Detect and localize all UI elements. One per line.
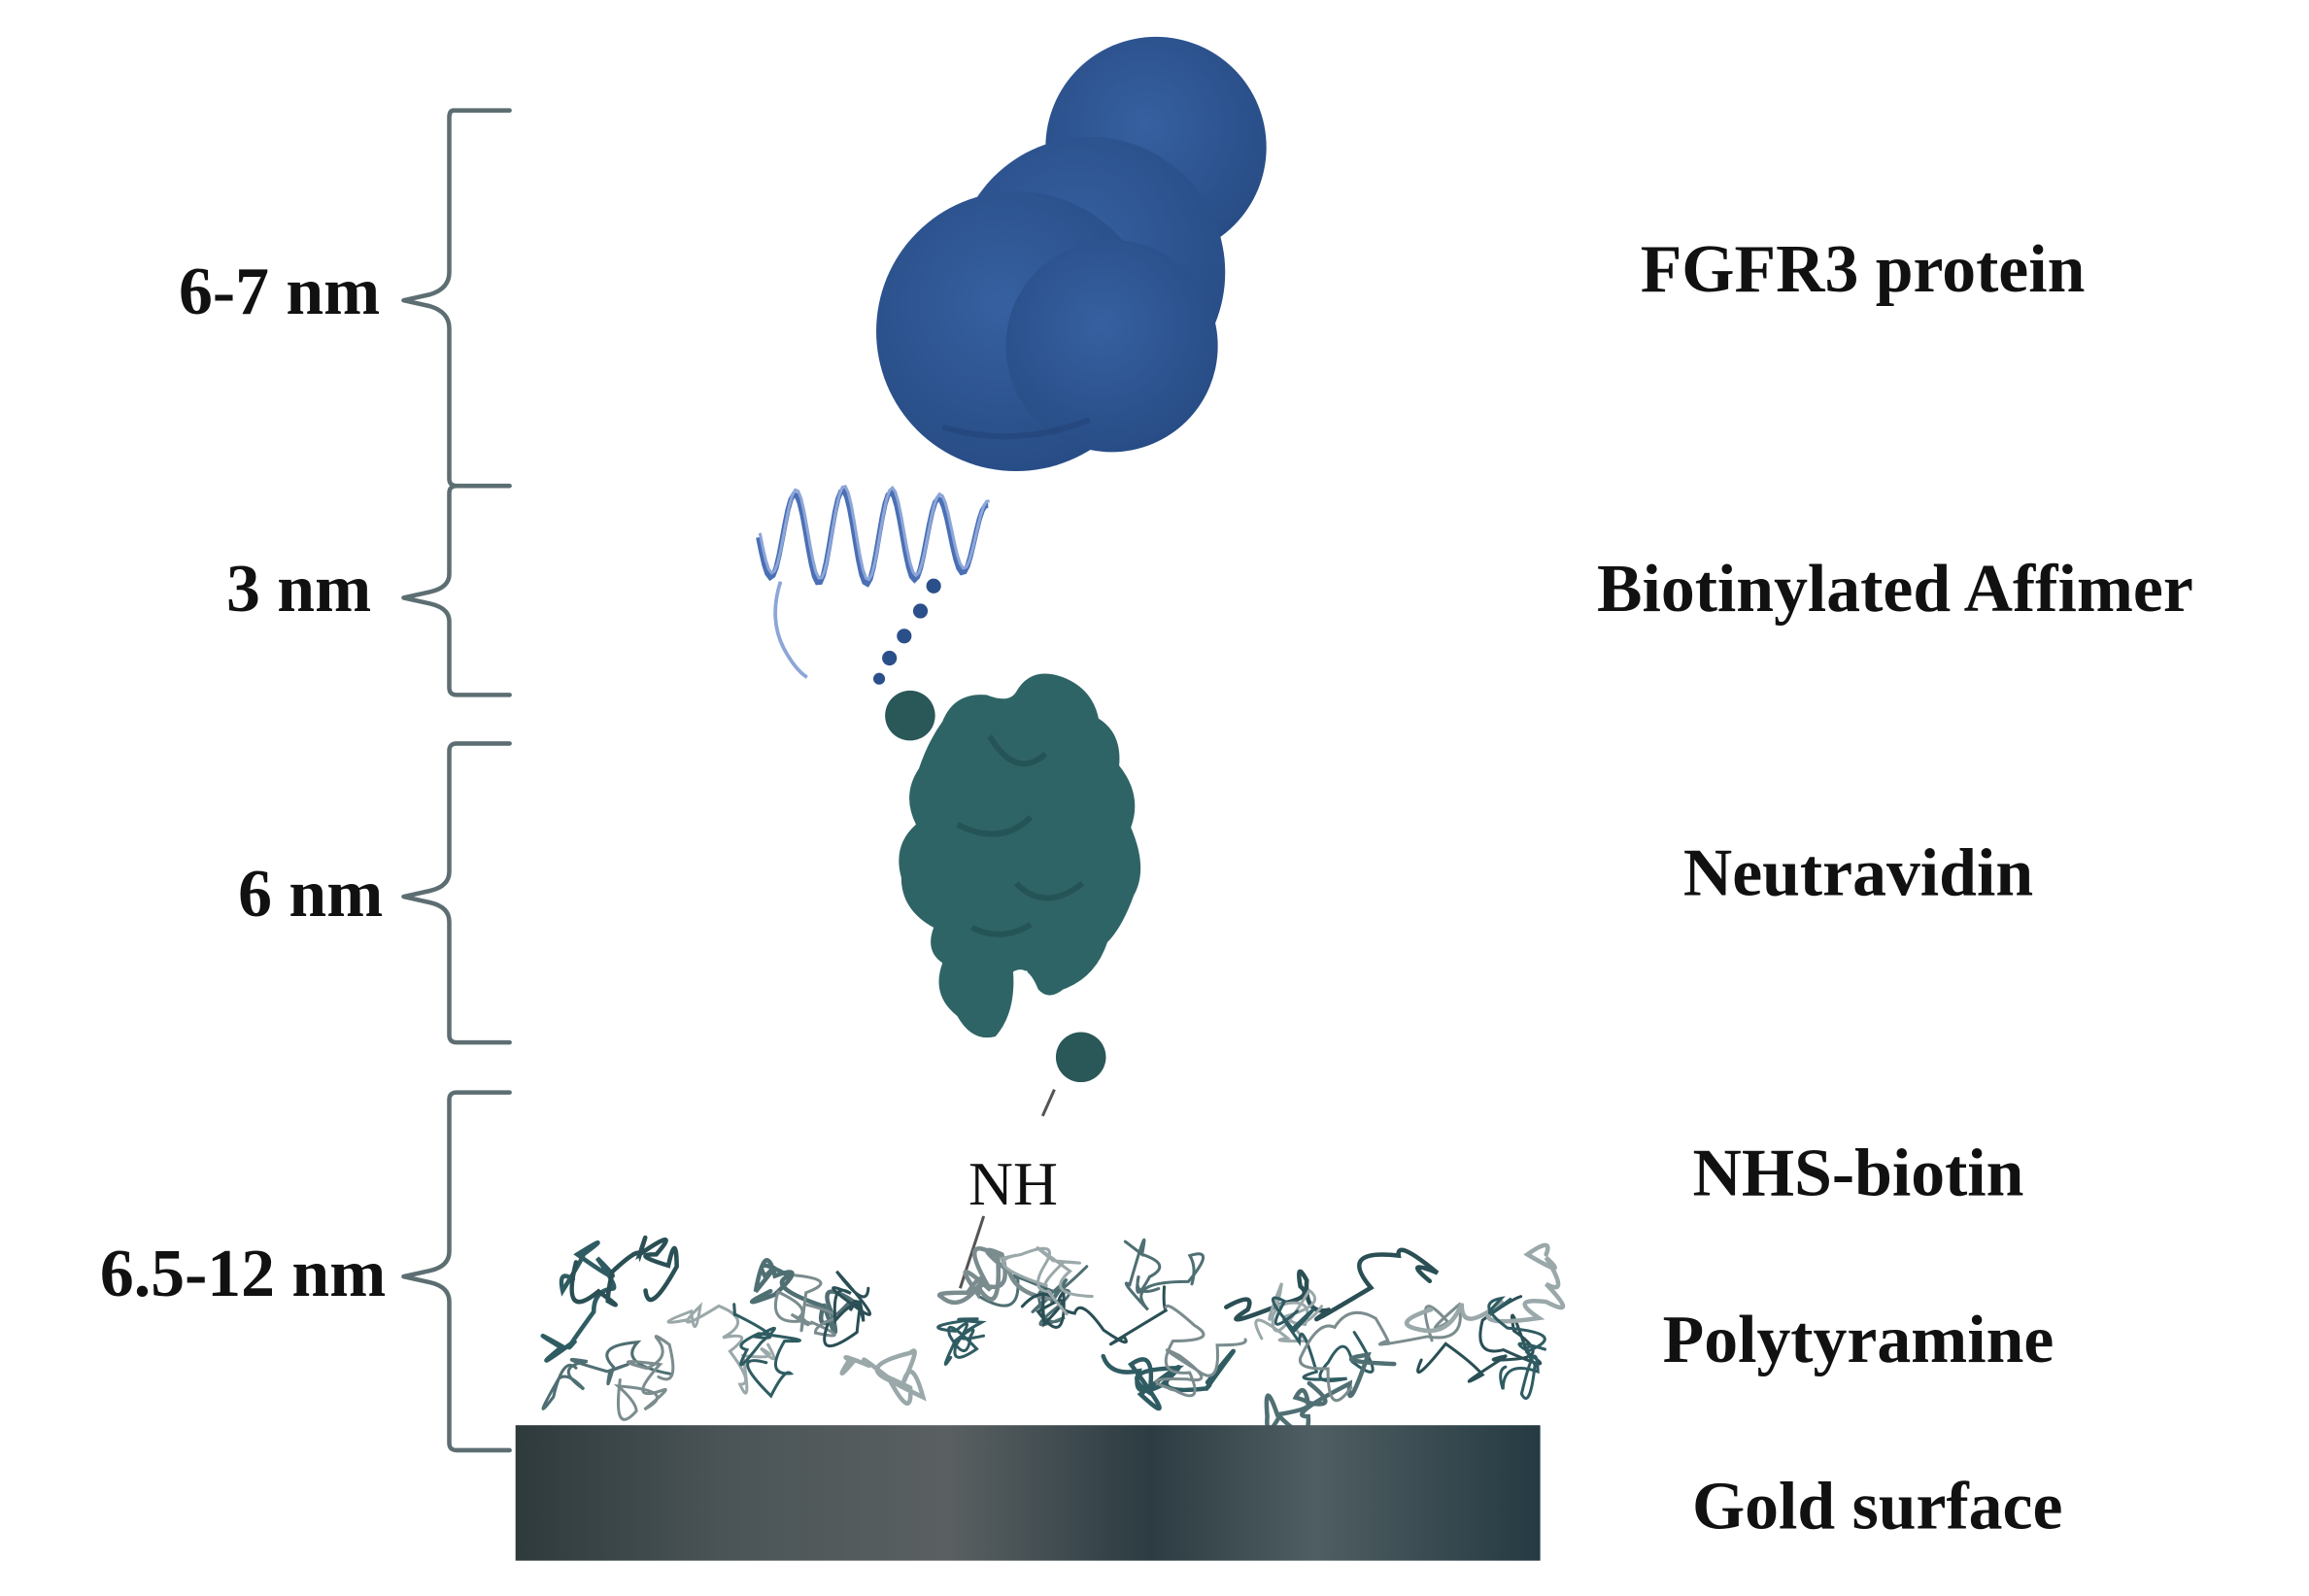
bracket-neutravidin: 6 nm [238,741,512,1045]
polytyramine-strand [1254,1282,1324,1343]
polytyramine-strand [1298,1302,1462,1402]
nhs-biotin-shape: NH [958,1088,1058,1289]
neutravidin-shape [885,673,1141,1083]
polytyramine-strand [732,1303,801,1399]
polytyramine-strand [1001,1246,1094,1316]
nh-bond-top [1040,1088,1056,1117]
polytyramine-strand [1405,1242,1566,1334]
dimension-label-neutravidin: 6 nm [238,857,383,932]
protein-shading [941,417,1091,440]
polytyramine-strand [613,1335,675,1421]
polytyramine-strand [839,1348,927,1407]
bracket-surface-shape [401,1090,512,1453]
layer-label-gold-surface: Gold surface [1692,1469,2062,1544]
polytyramine-strand [1101,1348,1236,1411]
fgfr3-protein-shape [876,36,1267,472]
polytyramine-strand [1224,1247,1440,1322]
polytyramine-strand [773,1273,838,1338]
affimer-shape [756,485,990,685]
polytyramine-strand [541,1340,672,1410]
bracket-surface: 6.5-12 nm [100,1090,512,1453]
bracket-affimer-shape [401,483,512,697]
linker-bead-4 [882,650,898,666]
linker-bead-2 [912,603,929,619]
layer-label-affimer: Biotinylated Affimer [1597,552,2193,627]
polytyramine-strand [666,1302,776,1395]
layer-labels: FGFR3 protein Biotinylated Affimer Neutr… [1597,232,2193,1544]
neutravidin-texture [956,734,1085,937]
polytyramine-strand [936,1246,1052,1306]
bracket-neutravidin-shape [401,741,512,1045]
gold-surface-shape [515,1425,1541,1561]
biotin-bead-bottom [1055,1032,1106,1083]
protein-lobe-bottom [1005,240,1218,453]
bracket-protein-shape [401,108,512,489]
dimension-label-affimer: 3 nm [226,552,371,627]
layer-label-neutravidin: Neutravidin [1683,836,2033,911]
polytyramine-strand [1154,1304,1247,1398]
neutravidin-notch [1020,970,1052,1034]
linker-bead-5 [873,672,886,685]
polytyramine-shape [540,1235,1566,1435]
layer-label-polytyramine: Polytyramine [1663,1303,2054,1377]
linker-bead-1 [926,578,941,594]
polytyramine-strand [569,1235,679,1307]
bracket-protein: 6-7 nm [179,108,512,489]
affimer-tail [773,581,808,679]
nh-label: NH [968,1149,1058,1218]
affimer-helix-highlight [758,485,990,582]
polytyramine-strand [1271,1296,1375,1383]
dimension-label-surface: 6.5-12 nm [100,1237,386,1311]
linker-bead-3 [897,628,912,644]
layer-label-fgfr3: FGFR3 protein [1641,232,2086,307]
polytyramine-strand [1123,1238,1205,1311]
layer-label-nhs-biotin: NHS-biotin [1693,1137,2024,1211]
polytyramine-strand [1020,1285,1169,1346]
bracket-affimer: 3 nm [226,483,512,697]
neutravidin-body [899,673,1141,1038]
polytyramine-strand [823,1270,871,1348]
polytyramine-strand [750,1258,856,1335]
dimension-brackets: 6-7 nm 3 nm 6 nm 6.5-12 nm [100,108,512,1453]
polytyramine-strand [1264,1351,1397,1435]
polytyramine-strand [936,1317,987,1366]
polytyramine-strand [1487,1296,1547,1401]
dimension-label-protein: 6-7 nm [179,255,380,329]
biotin-bead-top [885,690,935,741]
